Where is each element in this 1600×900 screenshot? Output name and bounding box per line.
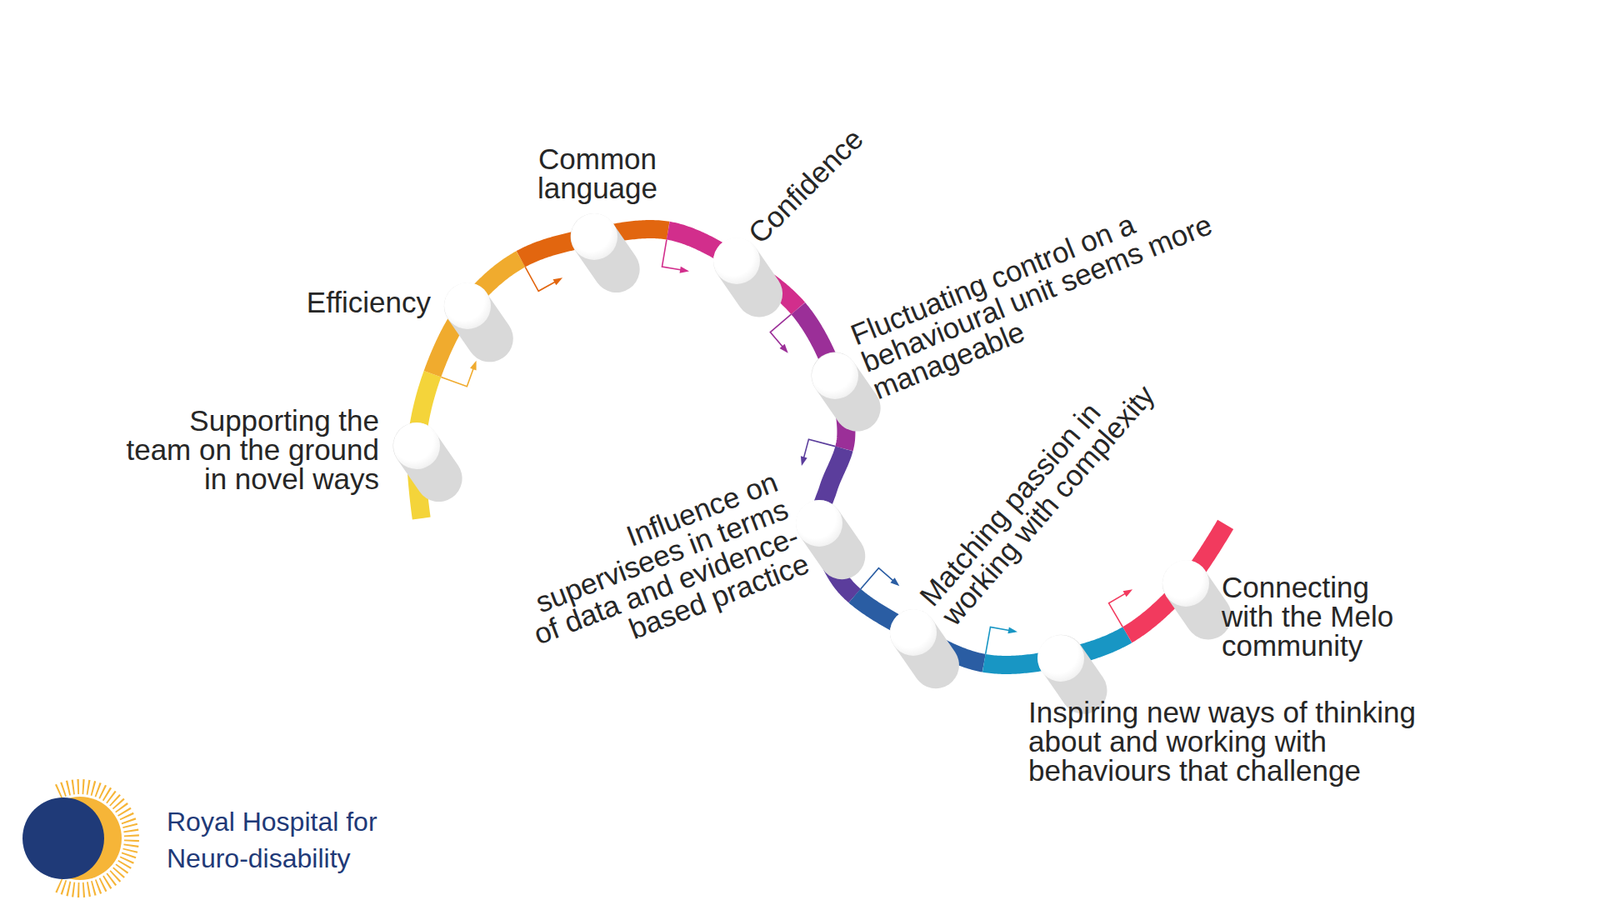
ribbon-segment (1127, 524, 1226, 635)
milestone-label: Efficiency (247, 287, 431, 317)
milestone-label: Fluctuating control on a behavioural uni… (846, 175, 1243, 404)
milestone-circle: Matching passion in working with complex… (890, 609, 937, 656)
junction-arrow (770, 314, 791, 354)
moon-disc (22, 797, 105, 880)
arrow-line (770, 314, 791, 351)
milestone-label: Connecting with the Melo community (1221, 572, 1410, 660)
milestone-circle: Supporting the team on the ground in nov… (393, 422, 440, 470)
arrow-head (890, 577, 900, 586)
ribbon-segment (668, 230, 799, 309)
arrow-line (1109, 590, 1131, 628)
milestone-circle: Efficiency (444, 282, 491, 330)
milestone-circle: Confidence (713, 237, 760, 285)
junction-arrow (661, 240, 690, 274)
arrow-head (800, 455, 808, 466)
junction-arrow (985, 626, 1018, 655)
milestone-circle: Common language (570, 213, 618, 260)
milestone-label: Confidence (743, 122, 869, 248)
arrow-head (780, 344, 789, 354)
milestone-label: Influence on supervisees in terms of dat… (506, 466, 814, 678)
milestone-circle: Fluctuating control on a behavioural uni… (811, 352, 859, 400)
junction-arrow (800, 439, 835, 466)
ribbon-segment (432, 259, 521, 375)
arrow-head (470, 360, 477, 371)
milestone-circle: Influence on supervisees in terms of dat… (795, 500, 843, 547)
milestone-label: Common language (526, 144, 669, 203)
arrow-head (1007, 626, 1018, 634)
logo-text: Royal Hospital for Neuro-disability (166, 803, 400, 877)
milestone-label: Inspiring new ways of thinking about and… (1028, 697, 1445, 785)
junction-arrow (440, 360, 476, 387)
arrow-line (440, 362, 475, 386)
junction-arrow (525, 266, 563, 291)
arrow-line (860, 568, 898, 590)
milestone-label: Supporting the team on the ground in nov… (120, 405, 380, 494)
junction-arrow (1109, 589, 1133, 627)
arrow-head (1123, 589, 1134, 597)
junction-arrow (860, 568, 900, 590)
milestone-circle: Inspiring new ways of thinking about and… (1037, 635, 1085, 682)
arrow-line (802, 439, 836, 464)
milestone-label: Matching passion in working with complex… (914, 340, 1177, 630)
logo-mark (22, 786, 132, 890)
milestone-circle: Connecting with the Melo community (1162, 560, 1210, 607)
arrow-head (553, 277, 564, 285)
arrow-line (661, 240, 687, 272)
arrow-head (679, 266, 690, 274)
